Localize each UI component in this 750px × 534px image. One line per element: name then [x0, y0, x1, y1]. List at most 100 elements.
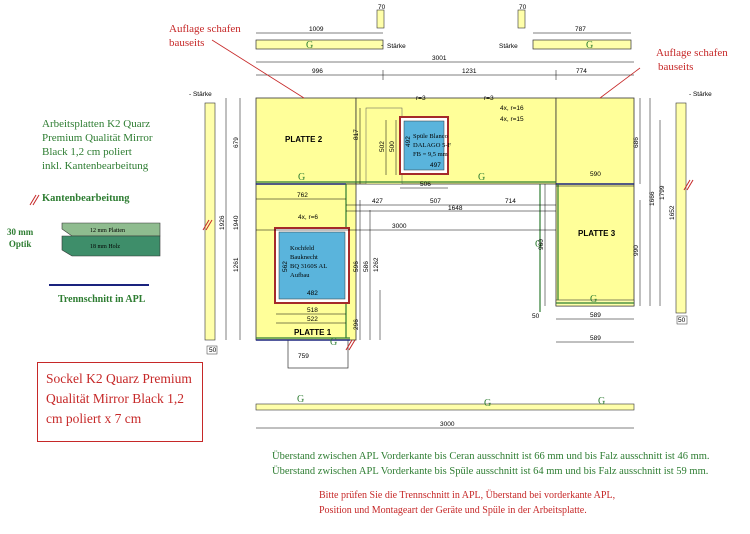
- edge-marks: [29, 179, 694, 351]
- sink-cutout: [399, 116, 449, 175]
- optik-label: 30 mm Optik: [7, 226, 33, 250]
- radius-r15: 4x, r=15: [500, 116, 524, 123]
- dim-50-left: 50: [209, 347, 217, 354]
- staerke-label-right: Stärke: [499, 43, 518, 50]
- dim-1009: 1009: [309, 26, 324, 33]
- dim-70-right: 70: [519, 4, 527, 11]
- sink-depth: 492: [405, 136, 412, 147]
- trennschnitt-legend-line: [49, 284, 149, 286]
- g-mark: G: [478, 172, 485, 183]
- dim-774: 774: [576, 68, 587, 75]
- g-mark: G: [590, 294, 597, 305]
- hob-label-2: Bauknecht: [290, 254, 318, 261]
- note-spuele: Überstand zwischen APL Vorderkante bis S…: [272, 466, 709, 477]
- material-legend: Arbeitsplatten K2 Quarz Premium Qualität…: [42, 117, 153, 173]
- trennschnitt-label: Trennschnitt in APL: [58, 294, 146, 305]
- dim-50-right: 50: [678, 317, 686, 324]
- note-pruefen-2: Position und Montageart der Geräte und S…: [319, 505, 587, 516]
- dim-686: 686: [633, 137, 640, 148]
- auflage-left-note: Auflage schafen bauseits: [169, 22, 241, 50]
- layer-top-label: 12 mm Platten: [90, 228, 125, 234]
- plate-1-label: PLATTE 1: [294, 328, 332, 337]
- trennschnitt-lines: [256, 183, 634, 341]
- g-mark: G: [297, 394, 304, 405]
- dim-589-b: 589: [590, 335, 601, 342]
- dim-70-left: 70: [378, 4, 386, 11]
- auflage-right-line2: bauseits: [658, 61, 694, 73]
- material-line-3: Black 1,2 cm poliert: [42, 146, 132, 158]
- dimension-lines-top: [256, 61, 634, 80]
- dim-1652: 1652: [669, 205, 676, 220]
- dim-714: 714: [505, 198, 516, 205]
- dimension-lines-vertical: [225, 98, 661, 340]
- material-line-1: Arbeitsplatten K2 Quarz: [42, 118, 151, 130]
- dim-1940: 1940: [233, 215, 240, 230]
- socket-strip: G G G: [255, 394, 635, 411]
- edge-legend-label: Kantenbearbeitung: [42, 193, 130, 204]
- g-mark: G: [484, 398, 491, 409]
- dim-500: 500: [389, 141, 396, 152]
- optik-line-1: 30 mm: [7, 227, 34, 237]
- dim-679: 679: [233, 137, 240, 148]
- note-ceran: Überstand zwischen APL Vorderkante bis C…: [272, 451, 710, 462]
- dim-759: 759: [298, 353, 309, 360]
- g-mark: G: [535, 239, 542, 250]
- dim-1799: 1799: [659, 185, 666, 200]
- g-mark: G: [330, 337, 337, 348]
- dim-522: 522: [307, 316, 318, 323]
- top-small-left: 70: [376, 4, 386, 29]
- hob-label-3: BQ 3160S AL: [290, 263, 327, 270]
- staerke-label-left: Stärke: [387, 43, 406, 50]
- hob-label-1: Kochfeld: [290, 245, 315, 252]
- dim-996: 996: [312, 68, 323, 75]
- top-strip-left: 1009 G Stärke -: [255, 26, 406, 51]
- hob-cutout: [274, 227, 350, 304]
- dim-518: 518: [307, 307, 318, 314]
- radius-r3-b: r=3: [484, 95, 494, 102]
- plate-2-label: PLATTE 2: [285, 135, 323, 144]
- hob-label-4: Aufbau: [290, 272, 310, 279]
- dim-1231: 1231: [462, 68, 477, 75]
- dim-762: 762: [297, 192, 308, 199]
- dim-427: 427: [372, 198, 383, 205]
- auflage-left-line2: bauseits: [169, 37, 205, 49]
- worktop-outline: [255, 97, 635, 369]
- dim-990: 990: [633, 245, 640, 256]
- dimension-lines-inner: [256, 185, 634, 429]
- radius-r6: 4x, r=6: [298, 214, 318, 221]
- material-line-2: Premium Qualität Mirror: [42, 132, 153, 144]
- sink-cut-dim: 506: [420, 181, 431, 188]
- dim-1261: 1261: [233, 257, 240, 272]
- dim-502: 502: [379, 141, 386, 152]
- sink-width: 497: [430, 162, 441, 169]
- g-mark: G: [298, 172, 305, 183]
- staerke-dash: -: [381, 42, 383, 49]
- plate-3-label: PLATTE 3: [578, 229, 616, 238]
- g-mark: G: [598, 396, 605, 407]
- side-strip-right: - Stärke 1652 50: [669, 91, 712, 325]
- dim-960: 960: [538, 239, 545, 250]
- radius-r16: 4x, r=16: [500, 105, 524, 112]
- dim-3000-bottom: 3000: [440, 421, 455, 428]
- dim-590: 590: [590, 171, 601, 178]
- dim-3000: 3000: [392, 223, 407, 230]
- dim-3001: 3001: [432, 55, 447, 62]
- dim-50-mid: 50: [532, 313, 540, 320]
- layer-bottom-label: 18 mm Holz: [90, 244, 120, 250]
- dim-817: 817: [353, 129, 360, 140]
- material-line-4: inkl. Kantenbearbeitung: [42, 160, 149, 172]
- auflage-right-line1: Auflage schafen: [656, 47, 728, 59]
- auflage-arrows: [211, 39, 641, 99]
- side-strip-left: - Stärke 50: [189, 91, 218, 355]
- dim-1926: 1926: [219, 215, 226, 230]
- hob-depth: 562: [282, 261, 289, 272]
- staerke-left: - Stärke: [189, 91, 212, 98]
- hob-width: 482: [307, 290, 318, 297]
- dim-596: 596: [353, 261, 360, 272]
- dim-1648: 1648: [448, 205, 463, 212]
- optik-line-2: Optik: [8, 239, 32, 249]
- dim-787: 787: [575, 26, 586, 33]
- dim-296: 296: [353, 319, 360, 330]
- top-small-right: 70: [517, 4, 527, 29]
- note-pruefen-1: Bitte prüfen Sie die Trennschnitt in APL…: [319, 490, 616, 501]
